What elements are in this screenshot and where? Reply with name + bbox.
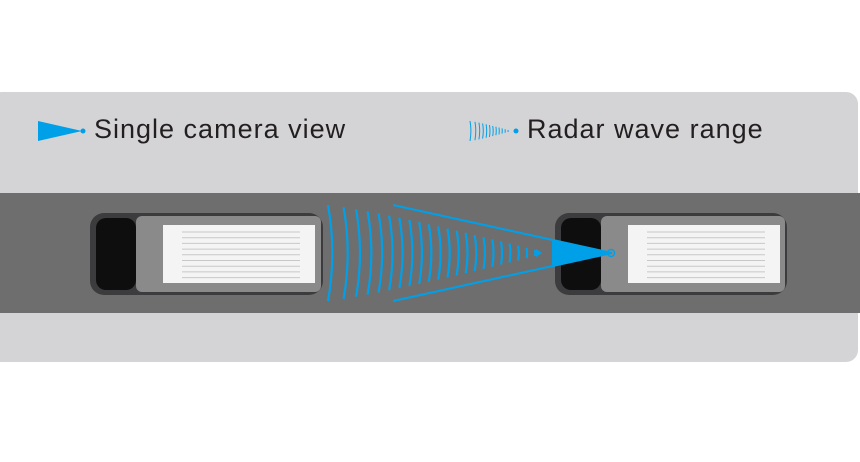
radar-wave-range [326, 204, 542, 302]
radar-wave-arc [398, 217, 404, 289]
radar-wave-arc [354, 209, 362, 297]
radar-wave-arc [469, 120, 472, 142]
rear-vehicle [90, 213, 323, 295]
radar-wave-arc [517, 245, 520, 261]
radar-wave-arc [455, 230, 460, 276]
legend-radar-label: Radar wave range [527, 114, 764, 144]
radar-wave-arc [418, 221, 424, 285]
radar-wave-arc [485, 124, 488, 138]
radar-wave-legend-icon [469, 120, 519, 142]
camera-view-cone [392, 204, 616, 302]
radar-wave-arc [508, 243, 512, 263]
radar-wave-arc [499, 241, 504, 265]
radar-wave-arc [366, 211, 373, 295]
radar-wave-arc [473, 234, 478, 272]
radar-wave-arc [446, 228, 451, 278]
camera-icon [606, 248, 616, 258]
radar-wave-arc [482, 236, 487, 270]
radar-wave-arc [474, 121, 477, 141]
radar-wave-arc [478, 122, 481, 140]
radar-wave-arc [437, 226, 442, 280]
radar-wave-arc [388, 215, 394, 291]
radar-wave-arc [342, 206, 349, 300]
radar-wave-arc [377, 213, 384, 293]
legend-camera-label: Single camera view [94, 114, 347, 144]
radar-wave-arc [326, 204, 334, 302]
radar-wave-arc [464, 232, 469, 274]
radar-wave-arc [491, 239, 495, 267]
radar-wave-arc [482, 123, 484, 139]
radar-wave-arc [408, 219, 414, 287]
radar-wave-arc [488, 125, 491, 137]
radar-wave-arc [427, 224, 433, 282]
camera-view-legend-icon [38, 121, 86, 141]
